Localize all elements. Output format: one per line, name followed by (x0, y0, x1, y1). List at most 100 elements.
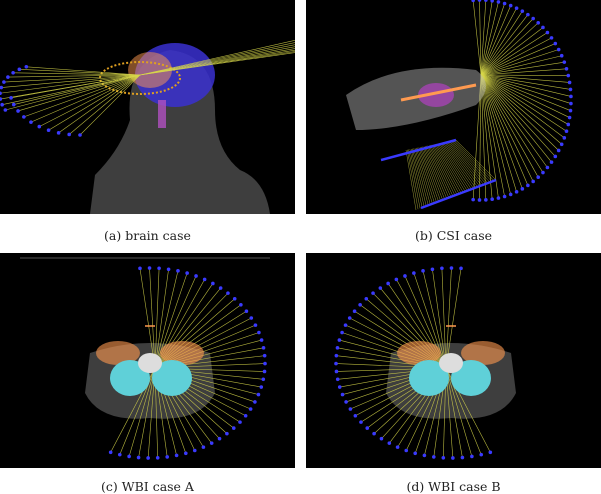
beam-line (405, 149, 417, 211)
panel-brain-case (0, 0, 295, 214)
beam-line (454, 140, 495, 181)
beam-line (445, 367, 473, 457)
panel-csi-case (306, 0, 601, 214)
beam-source-point (344, 400, 348, 404)
beam-line (446, 141, 482, 186)
beam-line (441, 142, 474, 189)
beam-source-point (2, 80, 6, 84)
beam-source-point (249, 316, 254, 320)
beam-line (480, 18, 534, 76)
beam-line (79, 74, 141, 136)
beam-source-point (335, 377, 340, 382)
beam-source-point (225, 431, 229, 436)
beam-source-point (3, 108, 8, 112)
beam-source-point (261, 377, 266, 382)
head-body (90, 50, 270, 214)
beam-line (480, 74, 559, 151)
beam-line (48, 74, 141, 131)
beam-line (455, 139, 497, 181)
beam-line (13, 74, 141, 105)
beam-line (480, 3, 505, 76)
beam-line (13, 72, 141, 76)
beam-source-point (352, 309, 357, 314)
beam-source-point (569, 94, 573, 99)
beam-source-point (460, 455, 465, 460)
beam-line (422, 146, 443, 201)
beam-source-point (239, 302, 243, 307)
breast-target (397, 341, 441, 365)
beam-line (11, 74, 141, 99)
couch-source-row (380, 138, 457, 162)
beam-source-point (24, 65, 29, 69)
beam-line (139, 42, 295, 76)
beam-source-point (108, 450, 113, 455)
beam-source-point (404, 448, 409, 453)
beam-source-point (567, 80, 572, 85)
beam-source-point (562, 60, 567, 64)
beam-line (480, 74, 571, 90)
beam-line (154, 268, 160, 369)
caption-csi-case: (b) CSI case (414, 228, 493, 243)
beam-line (128, 367, 156, 457)
beam-source-point (421, 269, 425, 273)
beam-line (419, 147, 439, 202)
beam-source-point (166, 267, 171, 272)
beam-source-point (490, 0, 494, 3)
beam-line (479, 74, 482, 200)
beam-source-point (496, 0, 501, 4)
beam-line (416, 147, 433, 204)
beam-source-point (0, 97, 3, 101)
beam-line (453, 140, 493, 182)
beam-source-point (549, 160, 554, 164)
beam-source-point (520, 9, 525, 13)
beam-line (445, 367, 463, 458)
beam-source-point (202, 277, 207, 282)
beam-line (427, 145, 452, 198)
beam-source-point (147, 266, 152, 270)
beam-line (480, 11, 523, 76)
beam-line (480, 74, 570, 83)
beam-source-point (520, 187, 525, 191)
beam-line (480, 74, 523, 189)
beam-line (451, 140, 491, 183)
beam-line (431, 144, 458, 195)
beam-line (139, 268, 156, 369)
beam-line (139, 46, 295, 76)
beam-line (480, 74, 567, 132)
beam-source-point (386, 281, 390, 286)
beam-line (480, 74, 548, 168)
beam-line (480, 5, 511, 76)
caption-wbi-case-b: (d) WBI case B (406, 479, 501, 494)
beam-line (448, 141, 484, 185)
beam-source-point (78, 133, 82, 137)
beam-line (480, 22, 539, 76)
beam-source-point (566, 73, 571, 78)
beam-line (480, 8, 517, 76)
brainstem (158, 100, 166, 128)
panel-wbi-case-b (306, 253, 601, 468)
beam-source-point (559, 142, 564, 147)
beam-source-point (353, 413, 358, 418)
beam-source-point (248, 407, 253, 411)
beam-line (428, 145, 454, 197)
beam-line (480, 74, 511, 195)
beam-source-point (185, 271, 189, 275)
beam-source-point (526, 183, 530, 188)
beam-source-point (545, 30, 550, 35)
beam-line (7, 74, 141, 78)
beam-source-point (358, 302, 362, 307)
beam-source-point (531, 179, 535, 184)
beam-line (418, 147, 437, 203)
beam-source-point (244, 309, 249, 314)
beam-line (410, 148, 425, 207)
beam-line (480, 0, 487, 76)
beam-source-point (9, 96, 13, 100)
beam-line (2, 74, 141, 106)
panel-wbi-case-a (0, 253, 295, 468)
beam-line (480, 49, 559, 76)
beam-line (68, 74, 141, 135)
beam-line (441, 268, 447, 369)
beam-source-point (488, 450, 493, 455)
beam-line (23, 74, 141, 118)
beam-line (423, 146, 445, 200)
